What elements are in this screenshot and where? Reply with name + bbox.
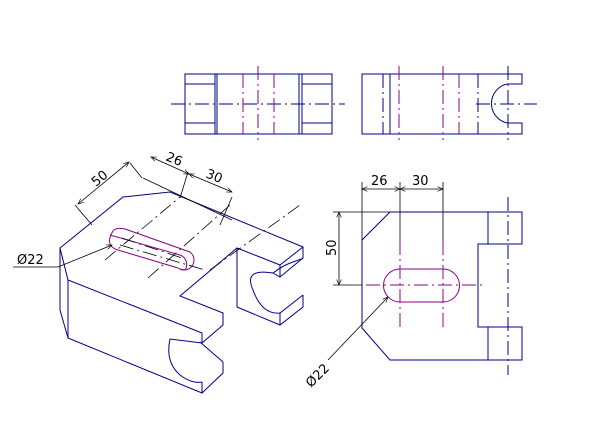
iso-dim-30: 30 bbox=[204, 167, 225, 187]
top-dim-26: 26 bbox=[371, 174, 388, 189]
top-dim-diameter: Ø22 bbox=[303, 361, 333, 391]
front-view bbox=[171, 66, 345, 140]
top-dim-30: 30 bbox=[412, 174, 429, 189]
iso-dim-26: 26 bbox=[164, 150, 185, 170]
top-dim-50: 50 bbox=[325, 239, 340, 256]
isometric-view: 50 26 30 Ø22 bbox=[13, 150, 304, 394]
iso-dim-50: 50 bbox=[89, 168, 111, 190]
side-view bbox=[361, 66, 537, 140]
iso-dim-diameter: Ø22 bbox=[17, 253, 44, 268]
top-view: 26 30 50 Ø22 bbox=[303, 174, 523, 391]
